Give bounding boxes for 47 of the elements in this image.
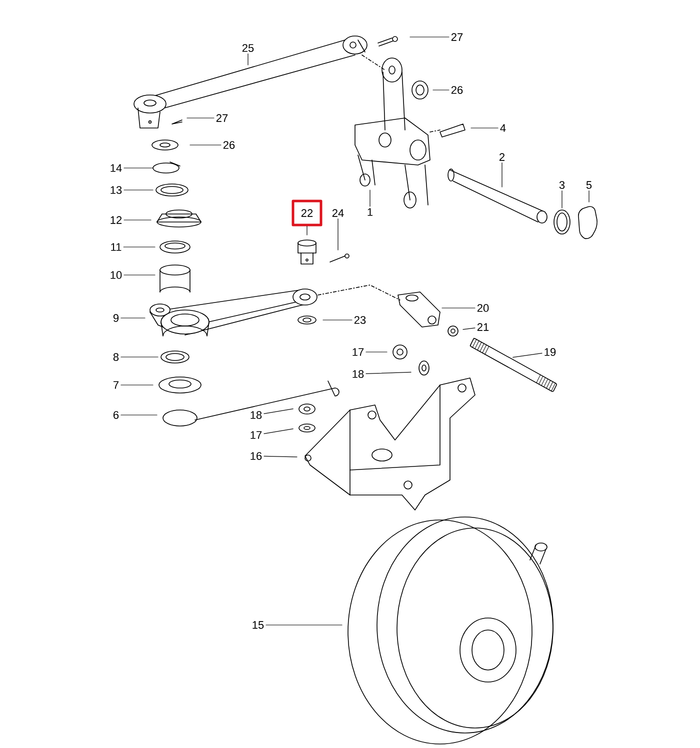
leader-line (264, 428, 294, 434)
callout-number: 4 (500, 124, 506, 132)
leader-line (366, 372, 412, 374)
callout-number: 7 (114, 381, 118, 389)
callout-number: 27 (216, 114, 228, 122)
callout-number: 12 (110, 216, 122, 224)
callout-number: 9 (113, 314, 119, 322)
callout-number: 16 (250, 452, 262, 460)
leader-line (512, 352, 542, 358)
callout-number: 1 (368, 208, 373, 216)
callout-number: 17 (352, 348, 364, 356)
callout-number: 27 (451, 33, 463, 41)
callout-number: 26 (223, 141, 235, 149)
callout-number: 21 (477, 323, 489, 331)
leader-line (588, 190, 590, 202)
callout-number: 10 (110, 271, 122, 279)
leader-line (264, 408, 294, 414)
callout-number: 15 (252, 621, 264, 629)
leader-line (190, 144, 222, 146)
callout-number: 26 (451, 86, 463, 94)
callout-number: 25 (242, 44, 254, 52)
callout-number: 5 (586, 181, 592, 189)
leader-line (266, 624, 342, 626)
callout-number: 17 (250, 431, 262, 439)
leader-line (124, 274, 156, 276)
callout-number: 13 (110, 186, 122, 194)
leader-line (120, 414, 158, 416)
callout-number: 20 (477, 304, 489, 312)
callout-number: 11 (111, 243, 122, 251)
leader-line (306, 226, 308, 236)
callout-number: 3 (559, 181, 565, 189)
callout-number: 24 (332, 209, 344, 217)
callout-box: 22 (292, 200, 322, 226)
callout-number: 6 (114, 411, 119, 419)
leader-line (462, 328, 476, 330)
leader-line (120, 356, 158, 358)
callout-number: 23 (354, 316, 366, 324)
callout-number: 14 (110, 164, 122, 172)
leader-line (120, 384, 154, 386)
callout-number: 8 (113, 353, 119, 361)
leader-line (264, 456, 298, 458)
callout-number: 19 (544, 348, 556, 356)
callout-number: 18 (352, 370, 364, 378)
callout-number: 2 (500, 153, 504, 161)
leader-line (123, 246, 156, 248)
leader-line (410, 36, 450, 38)
callout-number: 18 (250, 411, 262, 419)
